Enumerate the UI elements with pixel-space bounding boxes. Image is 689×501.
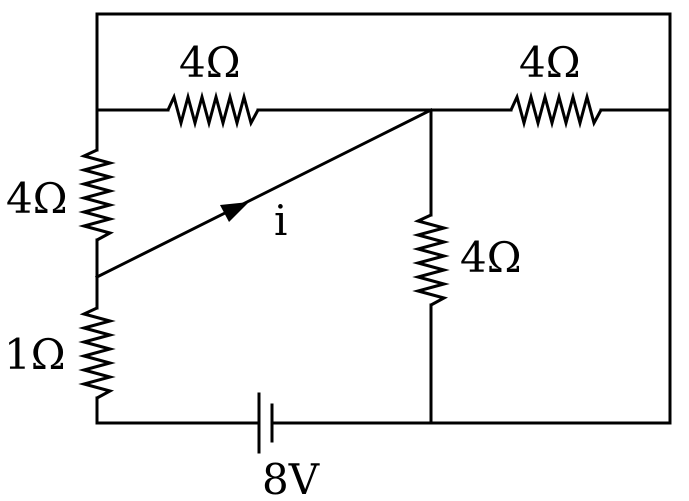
label-current: i	[274, 196, 287, 245]
resistor-left-lower	[78, 306, 116, 400]
diagonal-wire	[94, 107, 434, 280]
label-top-left-resistor: 4Ω	[179, 38, 241, 87]
label-left-upper-resistor: 4Ω	[6, 174, 68, 223]
resistor-top-left	[166, 91, 260, 129]
label-left-lower-resistor: 1Ω	[4, 330, 66, 379]
resistor-left-upper	[78, 148, 116, 242]
resistor-middle	[412, 213, 450, 307]
label-top-right-resistor: 4Ω	[519, 38, 581, 87]
label-battery: 8V	[262, 455, 320, 501]
current-arrow-icon	[220, 202, 249, 222]
label-middle-resistor: 4Ω	[460, 233, 522, 282]
resistor-top-right	[509, 91, 603, 129]
